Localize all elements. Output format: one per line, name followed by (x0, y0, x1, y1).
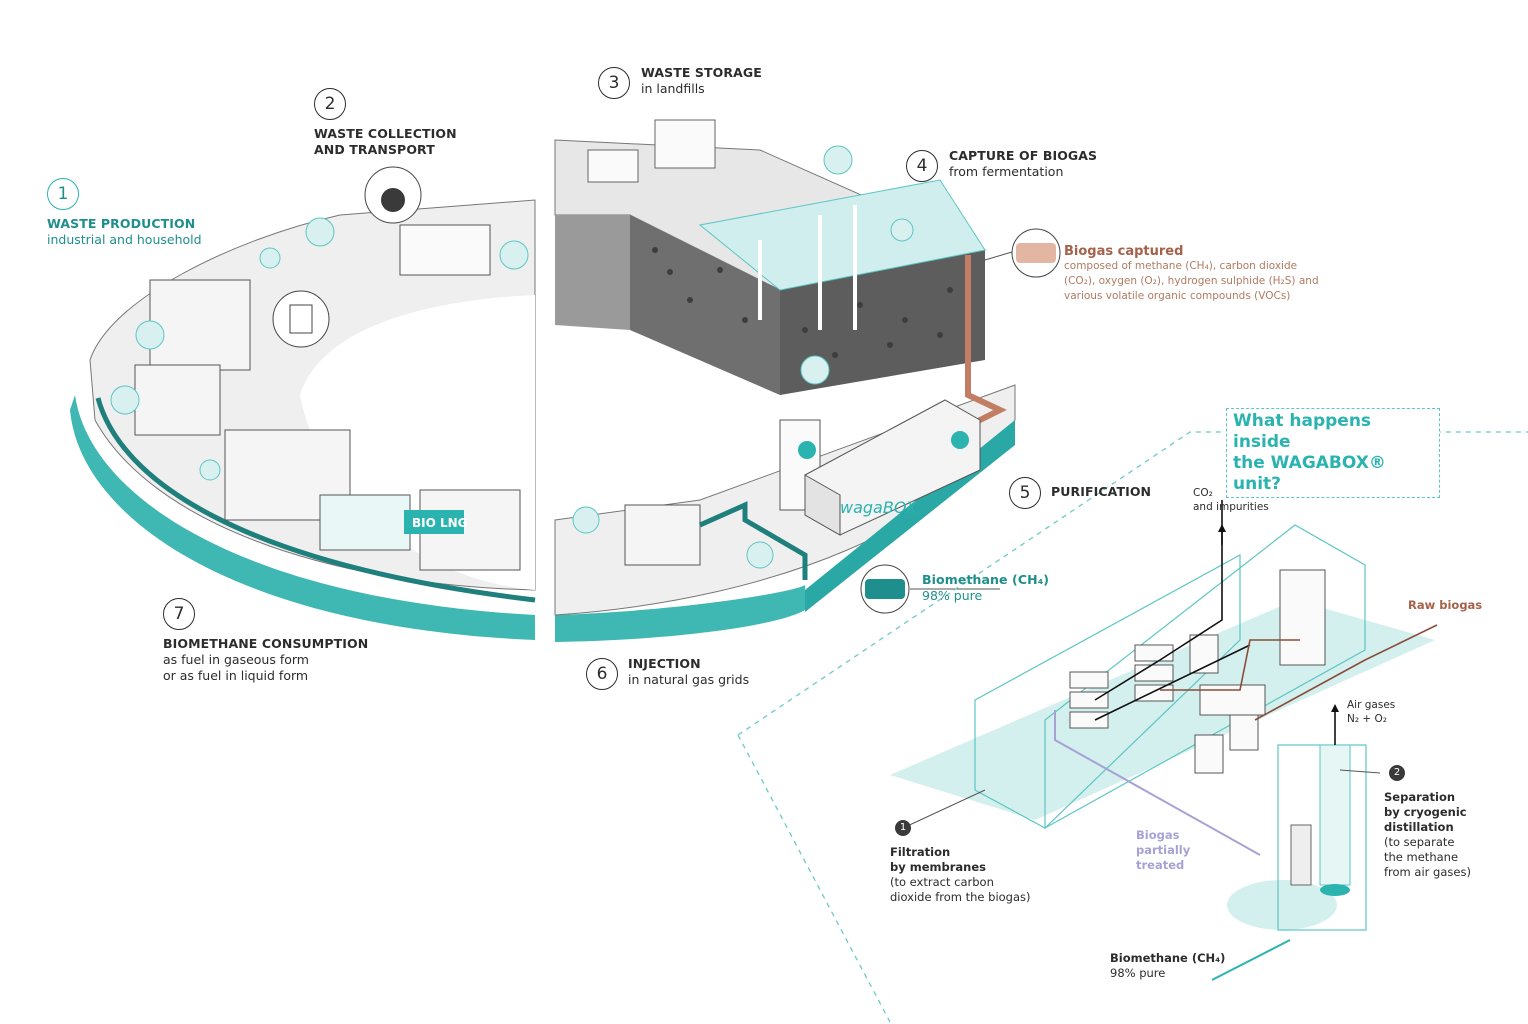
step-2-title-2: AND TRANSPORT (314, 142, 435, 157)
inside-heading-line-2: the WAGABOX® unit? (1233, 453, 1386, 494)
step-7-label: BIOMETHANE CONSUMPTION as fuel in gaseou… (163, 636, 368, 684)
bio-lng-sign: BIO LNG (412, 516, 468, 530)
biogas-captured-line-1: composed of methane (CH₄), carbon dioxid… (1064, 260, 1298, 272)
filtration-leader (902, 789, 986, 829)
step-3-title: WASTE STORAGE (641, 65, 762, 80)
separation-number: 2 (1389, 765, 1405, 781)
separation-leader (1339, 769, 1381, 774)
step-3-sub: in landfills (641, 81, 705, 96)
separation-title-3: distillation (1384, 820, 1454, 834)
step-2-label: WASTE COLLECTION AND TRANSPORT (314, 126, 457, 158)
unit-biomethane-sub: 98% pure (1110, 966, 1166, 980)
separation-sub-1: (to separate (1384, 835, 1455, 849)
step-7-title: BIOMETHANE CONSUMPTION (163, 636, 369, 651)
separation-label: Separation by cryogenic distillation (to… (1384, 790, 1471, 880)
step-2-number: 2 (314, 88, 346, 120)
filtration-sub-2: dioxide from the biogas) (890, 890, 1031, 904)
step-4-sub: from fermentation (949, 164, 1064, 179)
step-1-label: WASTE PRODUCTION industrial and househol… (47, 216, 202, 248)
separation-title-2: by cryogenic (1384, 805, 1467, 819)
step-5-title: PURIFICATION (1051, 484, 1152, 499)
step-3-number: 3 (598, 67, 630, 99)
step-7-sub: as fuel in gaseous form (163, 652, 309, 667)
raw-biogas-label: Raw biogas (1408, 598, 1483, 612)
step-4-number: 4 (906, 150, 938, 182)
step-1-number: 1 (47, 178, 79, 210)
inside-heading-line-1: What happens inside (1233, 411, 1372, 452)
filtration-title-2: by membranes (890, 860, 986, 874)
step-7-number: 7 (163, 598, 195, 630)
biogas-captured-line-3: various volatile organic compounds (VOCs… (1064, 290, 1291, 302)
separation-sub-3: from air gases) (1384, 865, 1471, 879)
air-gases-text: Air gases (1347, 699, 1396, 711)
partial-line-3: treated (1136, 858, 1185, 872)
landfill-block (554, 119, 987, 395)
co2-label: CO₂ and impurities (1193, 486, 1269, 514)
step-6-title: INJECTION (628, 656, 701, 671)
air-gases-label: Air gases N₂ + O₂ (1347, 698, 1395, 726)
biogas-captured-callout: Biogas captured composed of methane (CH₄… (1064, 244, 1364, 304)
step-1-title: WASTE PRODUCTION (47, 216, 196, 231)
step-4-label: CAPTURE OF BIOGAS from fermentation (949, 148, 1097, 180)
wagabox-room (890, 500, 1438, 856)
partial-line-2: partially (1136, 843, 1191, 857)
callout-dashed-lines (737, 431, 1528, 1023)
biomethane-callout: Biomethane (CH₄) 98% pure (922, 572, 1049, 604)
step-2-title: WASTE COLLECTION (314, 126, 457, 141)
partially-treated-label: Biogas partially treated (1136, 828, 1190, 873)
wagabox-logo-text: wagaBOX (840, 498, 918, 517)
cryogenic-column (1227, 704, 1367, 931)
co2-text: CO₂ (1193, 487, 1213, 499)
step-6-number: 6 (586, 658, 618, 690)
unit-biomethane-label: Biomethane (CH₄) 98% pure (1110, 951, 1225, 981)
unit-biomethane-title: Biomethane (CH₄) (1110, 951, 1226, 965)
co2-sub: and impurities (1193, 501, 1269, 513)
separation-sub-2: the methane (1384, 850, 1459, 864)
town-buildings (110, 166, 529, 571)
separation-title-1: Separation (1384, 790, 1456, 804)
inside-wagabox-heading: What happens inside the WAGABOX® unit? (1226, 408, 1440, 498)
step-5-label: PURIFICATION (1051, 484, 1151, 500)
step-6-label: INJECTION in natural gas grids (628, 656, 749, 688)
unit-biomethane-out (1211, 939, 1291, 981)
filtration-sub-1: (to extract carbon (890, 875, 994, 889)
air-gases-sub: N₂ + O₂ (1347, 713, 1388, 725)
biogas-captured-line-2: (CO₂), oxygen (O₂), hydrogen sulphide (H… (1064, 275, 1319, 287)
filtration-title-1: Filtration (890, 845, 951, 859)
step-1-sub: industrial and household (47, 232, 202, 247)
wagabox-unit (572, 145, 981, 580)
biomethane-title: Biomethane (CH₄) (922, 572, 1050, 587)
step-4-title: CAPTURE OF BIOGAS (949, 148, 1098, 163)
filtration-number: 1 (895, 820, 911, 836)
step-7-sub-2: or as fuel in liquid form (163, 668, 309, 683)
filtration-label: Filtration by membranes (to extract carb… (890, 845, 1031, 905)
step-6-sub: in natural gas grids (628, 672, 750, 687)
step-3-label: WASTE STORAGE in landfills (641, 65, 762, 97)
step-5-number: 5 (1009, 477, 1041, 509)
partial-line-1: Biogas (1136, 828, 1180, 842)
biogas-captured-title: Biogas captured (1064, 244, 1184, 259)
biomethane-sub: 98% pure (922, 588, 983, 603)
